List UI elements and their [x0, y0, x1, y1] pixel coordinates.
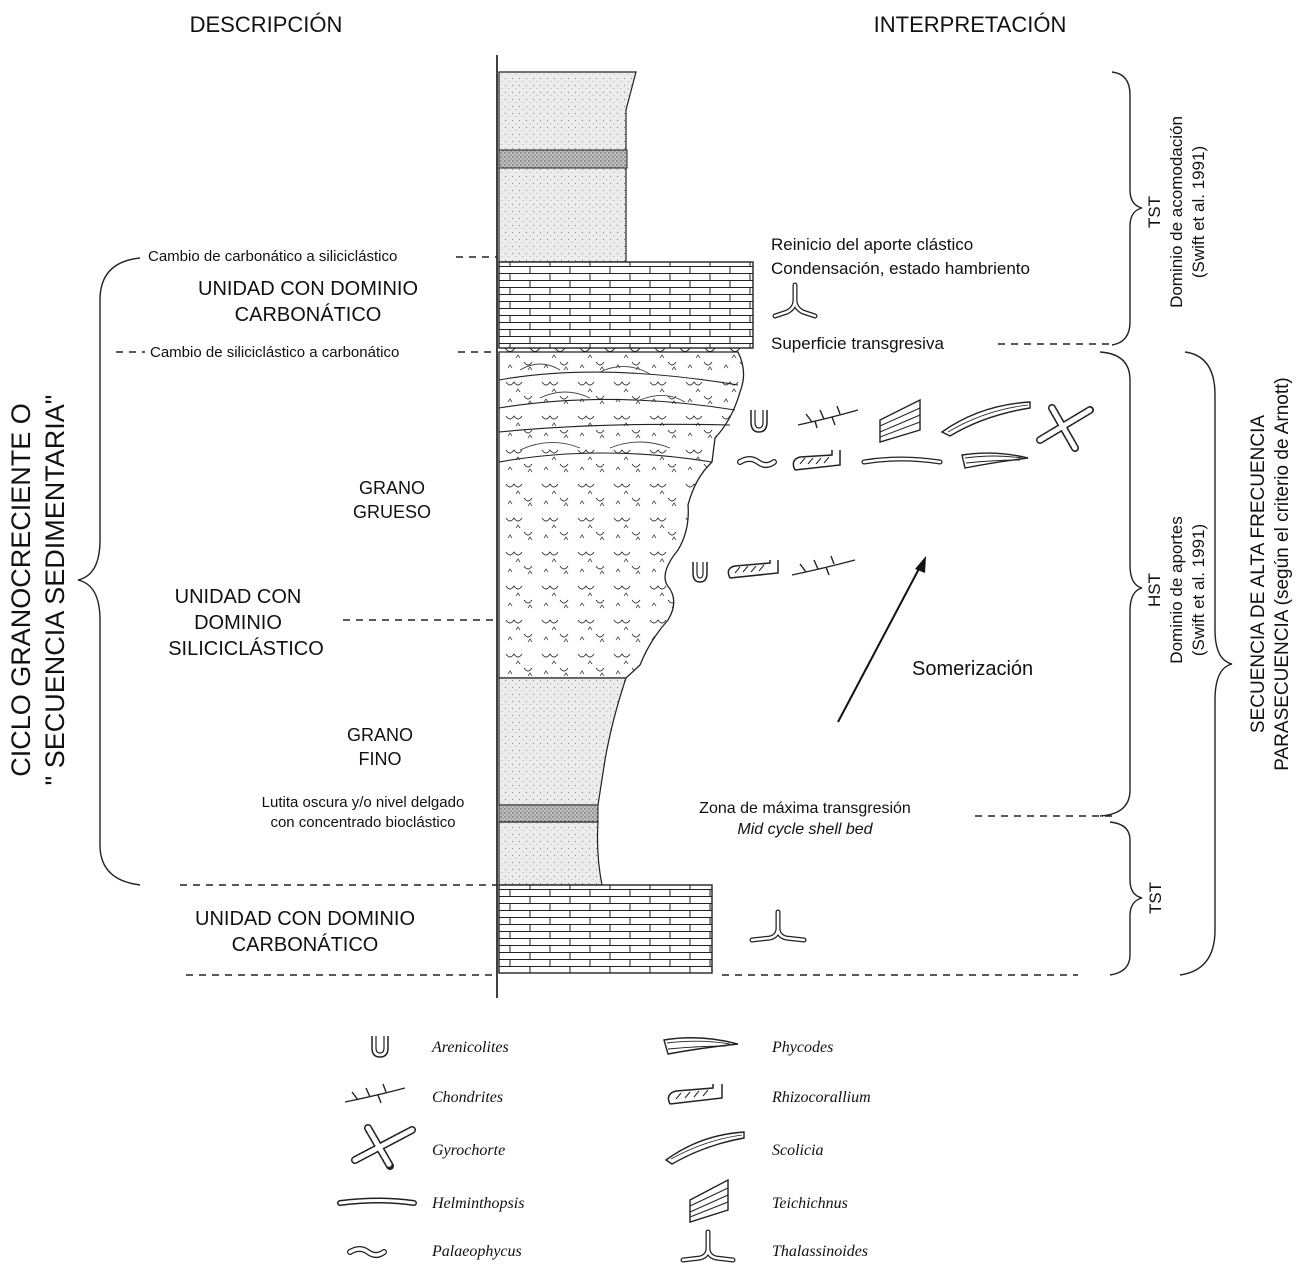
tst-bottom-brace — [1109, 821, 1143, 976]
shoaling-arrow — [837, 562, 923, 723]
fine-grain-line2: FINO — [359, 749, 402, 769]
tst-top-brace — [1111, 71, 1143, 346]
legend-helminthopsis-icon — [337, 1197, 417, 1206]
legend-thalassinoides-label: Thalassinoides — [772, 1243, 868, 1260]
chondrites-icon — [797, 405, 859, 429]
supply-line2: (Swift et al. 1991) — [1189, 524, 1208, 656]
rhizocorallium-icon — [792, 450, 841, 471]
siliciclastic-unit-line1: UNIDAD CON — [175, 586, 302, 608]
lower-sandstone-bed — [498, 821, 603, 886]
legend-phycodes-icon — [663, 1037, 739, 1055]
legend-chondrites-icon — [344, 1083, 406, 1104]
legend-palaeophycus-icon — [347, 1246, 387, 1258]
coarse-grain-line2: GRUESO — [353, 502, 431, 522]
upper-unit-line1: UNIDAD CON DOMINIO — [198, 278, 418, 300]
sequence-line1: SECUENCIA DE ALTA FRECUENCIA — [1248, 415, 1269, 733]
fine-sandstone-bed — [498, 677, 627, 806]
condensation-label: Condensación, estado hambriento — [771, 259, 1030, 278]
legend-gyrochorte-label: Gyrochorte — [432, 1142, 505, 1159]
legend-phycodes-label: Phycodes — [771, 1039, 833, 1056]
supply-line1: Dominio de aportes — [1167, 516, 1186, 663]
gyrochorte-icon — [1036, 404, 1094, 452]
upper-unit-line2: CARBONÁTICO — [235, 303, 382, 326]
cycle-brace — [77, 257, 141, 886]
fine-grain-line1: GRANO — [347, 725, 413, 745]
legend-teichichnus-icon — [689, 1178, 729, 1223]
mid-cycle-label: Mid cycle shell bed — [737, 821, 873, 838]
cross-bedding-lines — [498, 371, 739, 463]
legend: Arenicolites Chondrites Gyrochorte Helmi… — [337, 1036, 871, 1263]
interpretation-heading: INTERPRETACIÓN — [874, 12, 1067, 37]
phycodes-icon — [961, 452, 1029, 469]
tst-bottom-label: TST — [1146, 882, 1165, 914]
arrow-head — [915, 556, 926, 573]
cross-lamination — [519, 363, 686, 451]
rhizocorallium-icon-2 — [727, 560, 779, 579]
teichichnus-icon — [879, 398, 921, 443]
coarse-siliciclastic-bed — [498, 351, 745, 679]
lower-unit-line2: CARBONÁTICO — [232, 933, 379, 956]
arenicolites-icon — [750, 410, 768, 433]
sequence-line2: PARASECUENCIA (según el criterio de Arno… — [1272, 377, 1293, 771]
legend-palaeophycus-label: Palaeophycus — [431, 1243, 522, 1260]
lower-unit-line1: UNIDAD CON DOMINIO — [195, 908, 415, 930]
legend-rhizocorallium-label: Rhizocorallium — [771, 1089, 871, 1106]
shoaling-label: Somerización — [912, 658, 1033, 680]
legend-scolicia-icon — [664, 1131, 745, 1165]
siliciclastic-unit-line3: SILICICLÁSTICO — [168, 637, 324, 660]
upper-shale-band — [498, 149, 628, 169]
scolicia-icon — [940, 401, 1031, 437]
legend-rhizocorallium-icon — [667, 1084, 723, 1105]
sequence-brace — [1179, 351, 1233, 976]
description-heading: DESCRIPCIÓN — [190, 12, 343, 37]
accommodation-line1: Dominio de acomodación — [1167, 116, 1186, 308]
hst-brace — [1099, 351, 1143, 817]
change-top-label: Cambio de carbonático a siliciclástico — [148, 248, 397, 265]
legend-helminthopsis-label: Helminthopsis — [431, 1195, 524, 1212]
legend-gyrochorte-icon — [351, 1124, 416, 1170]
max-transgression-label: Zona de máxima transgresión — [699, 800, 911, 817]
shale-label-line1: Lutita oscura y/o nivel delgado — [262, 794, 465, 811]
restart-label: Reinicio del aporte clástico — [771, 235, 973, 254]
chondrites-icon-2 — [791, 555, 856, 576]
arenicolites-icon-2 — [692, 562, 708, 583]
accommodation-line2: (Swift et al. 1991) — [1189, 146, 1208, 278]
palaeophycus-icon — [737, 456, 777, 468]
legend-thalassinoides-icon — [680, 1229, 736, 1263]
change-bottom-label: Cambio de siliciclástico a carbonático — [150, 344, 399, 361]
upper-carbonate-bed — [498, 261, 754, 349]
cycle-title-line1: CICLO GRANOCRECIENTE O — [6, 403, 36, 777]
transgressive-surface-label: Superficie transgresiva — [771, 334, 944, 353]
helminthopsis-icon — [861, 456, 943, 465]
legend-arenicolites-icon — [371, 1036, 389, 1058]
legend-teichichnus-label: Teichichnus — [772, 1195, 848, 1212]
shale-label-line2: con concentrado bioclástico — [270, 814, 455, 831]
lower-carbonate-bed — [498, 884, 713, 974]
siliciclastic-unit-line2: DOMINIO — [194, 612, 282, 634]
shell-bed-band — [498, 804, 599, 823]
legend-scolicia-label: Scolicia — [772, 1142, 824, 1159]
legend-arenicolites-label: Arenicolites — [431, 1039, 509, 1056]
coarse-grain-line1: GRANO — [359, 478, 425, 498]
legend-chondrites-label: Chondrites — [432, 1089, 503, 1106]
cycle-title-line2: " SECUENCIA SEDIMENTARIA" — [40, 395, 70, 786]
hst-label: HST — [1145, 573, 1164, 607]
tst-top-label: TST — [1145, 196, 1164, 228]
